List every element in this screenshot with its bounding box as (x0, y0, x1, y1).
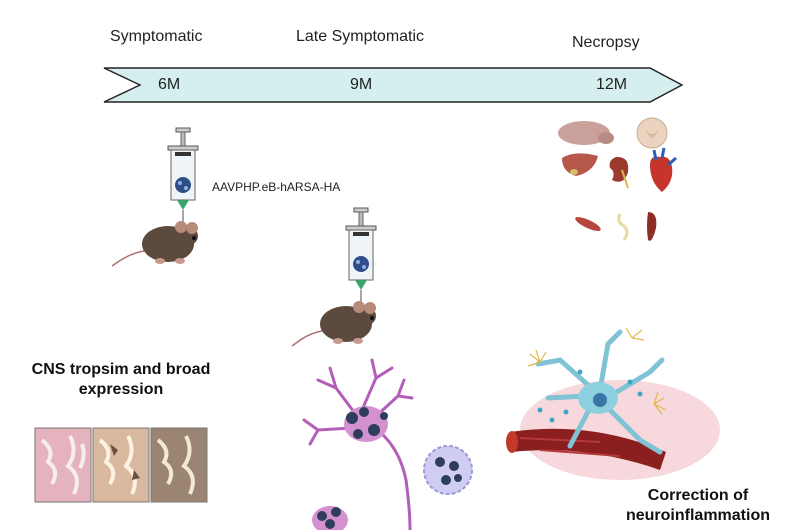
tick-9m: 9M (350, 76, 373, 93)
stage-late-symptomatic: Late Symptomatic (296, 28, 425, 45)
spleen-icon (647, 212, 657, 241)
stage-necropsy: Necropsy (572, 34, 640, 51)
nerve-icon (617, 213, 629, 241)
heart-icon (650, 147, 677, 192)
liver-icon (562, 153, 598, 176)
brain-icon (558, 121, 614, 145)
tick-12m: 12M (596, 76, 628, 93)
kidney-icon (609, 156, 629, 189)
cns-heading: CNS tropsim and broad expression (12, 360, 230, 400)
vector-label: AAVPHP.eB-hARSA-HA (212, 180, 341, 194)
correction-heading-line2: neuroinflammation (625, 507, 770, 524)
correction-heading-line1: Correction of (647, 487, 749, 504)
cns-heading-line1: CNS tropsim and broad (31, 361, 211, 378)
tick-6m: 6M (158, 76, 181, 93)
spinal-cord-icon (636, 117, 668, 149)
stage-symptomatic: Symptomatic (110, 28, 203, 45)
cns-heading-line2: expression (78, 381, 164, 398)
muscle-icon (575, 217, 601, 231)
correction-heading: Correction of neuroinflammation (600, 486, 796, 526)
